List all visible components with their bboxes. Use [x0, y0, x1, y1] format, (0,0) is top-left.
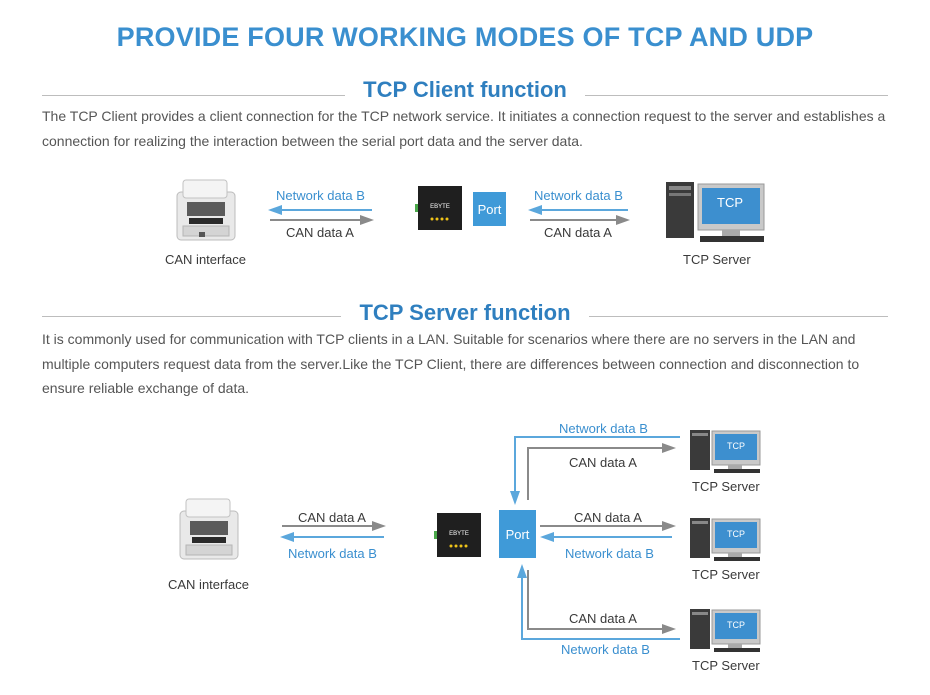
client-device-caption: CAN interface [165, 252, 246, 267]
branch-1-caption: TCP Server [692, 479, 760, 494]
client-description: The TCP Client provides a client connect… [42, 104, 892, 153]
branch-3-top-label: CAN data A [569, 611, 637, 626]
client-port-box: Port [473, 192, 506, 226]
server-left-bottom-label: Network data B [288, 546, 377, 561]
server-device-caption: CAN interface [168, 577, 249, 592]
module-device-icon: EBYTE [434, 513, 481, 557]
branch-2-screen-label: TCP [715, 529, 757, 539]
client-left-top-label: Network data B [276, 188, 365, 203]
page-title: PROVIDE FOUR WORKING MODES OF TCP AND UD… [0, 22, 930, 53]
client-server-caption: TCP Server [683, 252, 751, 267]
client-heading: TCP Client function [345, 77, 585, 102]
server-description: It is commonly used for communication wi… [42, 327, 892, 401]
client-server-screen-label: TCP [708, 195, 752, 210]
branch-3-screen-label: TCP [715, 620, 757, 630]
computer-icon [666, 182, 764, 242]
client-heading-wrap: TCP Client function [0, 77, 930, 103]
server-port-box: Port [499, 510, 536, 558]
branch-1-bottom-label: CAN data A [569, 455, 637, 470]
branch-1-screen-label: TCP [715, 441, 757, 451]
can-device-icon [180, 499, 238, 559]
client-right-top-label: Network data B [534, 188, 623, 203]
svg-text:EBYTE: EBYTE [430, 204, 450, 210]
svg-text:EBYTE: EBYTE [449, 531, 469, 537]
branch-2-bottom-label: Network data B [565, 546, 654, 561]
server-left-top-label: CAN data A [298, 510, 366, 525]
can-device-icon [177, 180, 235, 240]
server-heading: TCP Server function [341, 300, 588, 325]
computer-icon [690, 430, 760, 473]
server-heading-wrap: TCP Server function [0, 300, 930, 326]
computer-icon [690, 518, 760, 561]
computer-icon [690, 609, 760, 652]
client-right-bottom-label: CAN data A [544, 225, 612, 240]
module-device-icon: EBYTE [415, 186, 462, 230]
branch-1-top-label: Network data B [559, 421, 648, 436]
client-diagram: EBYTE [0, 170, 930, 270]
server-diagram: EBYTE [0, 415, 930, 695]
branch-2-caption: TCP Server [692, 567, 760, 582]
client-left-bottom-label: CAN data A [286, 225, 354, 240]
branch-3-caption: TCP Server [692, 658, 760, 673]
branch-2-top-label: CAN data A [574, 510, 642, 525]
branch-3-bottom-label: Network data B [561, 642, 650, 657]
